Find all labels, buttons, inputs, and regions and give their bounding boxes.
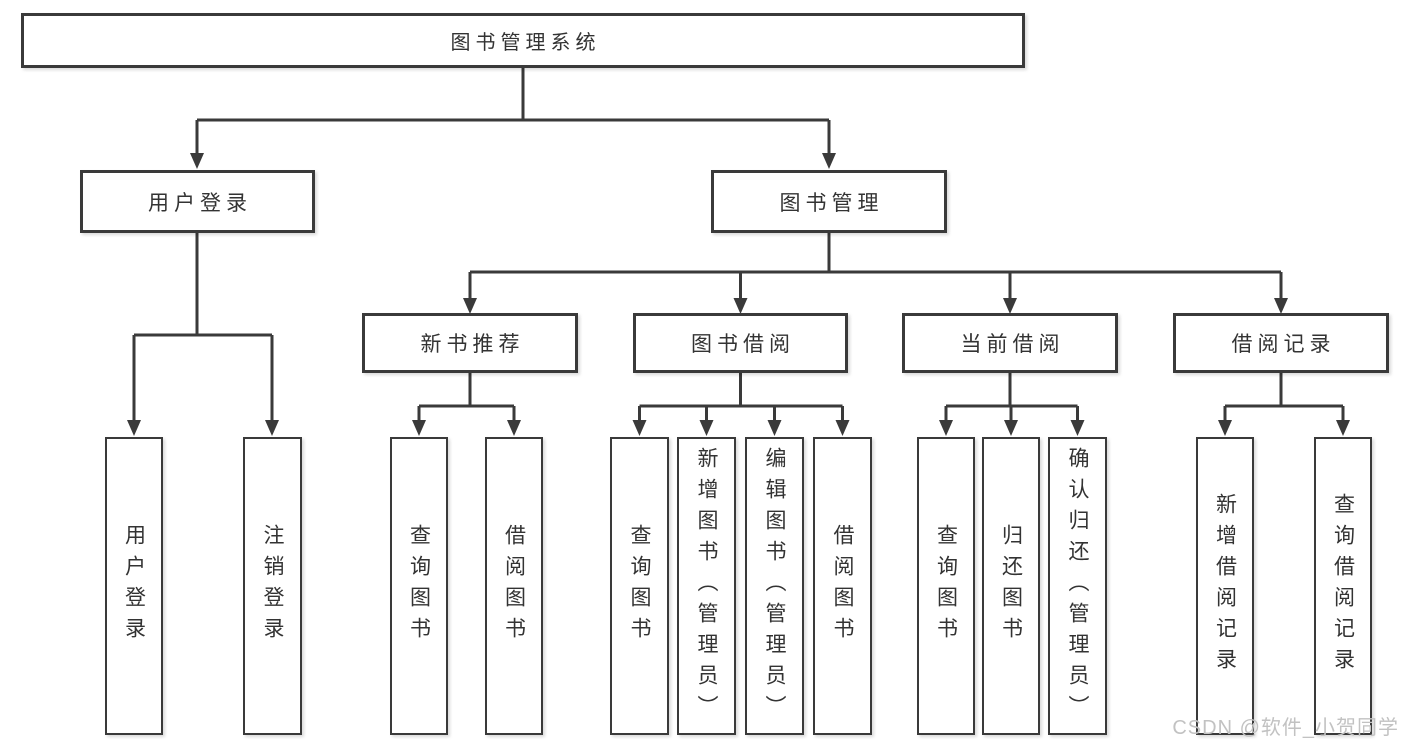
node-label: 确认归还（管理员）: [1066, 446, 1089, 726]
node-leaf-user-login: 用户登录: [105, 437, 163, 735]
node-leaf-query-books-current: 查询图书: [917, 437, 975, 735]
node-label: 用户登录: [148, 191, 252, 215]
edge-user-login-to-children: [127, 233, 279, 436]
arrowhead-icon: [767, 420, 782, 436]
arrowhead-icon: [190, 153, 204, 169]
arrowhead-icon: [1218, 420, 1232, 436]
node-leaf-logout: 注销登录: [243, 437, 302, 735]
arrowhead-icon: [1003, 298, 1017, 314]
node-label: 查询图书: [628, 524, 651, 648]
node-label: 查询图书: [407, 524, 431, 648]
arrowhead-icon: [1274, 298, 1288, 314]
edge-root-to-children: [190, 68, 836, 169]
node-leaf-add-books-admin: 新增图书（管理员）: [677, 437, 736, 735]
node-borrow-records: 借阅记录: [1173, 313, 1389, 373]
arrowhead-icon: [699, 420, 714, 436]
node-leaf-borrow-books-recommend: 借阅图书: [485, 437, 543, 735]
node-label: 查询图书: [934, 524, 958, 648]
edge-current-borrow-to-children: [939, 373, 1085, 436]
node-label: 注销登录: [261, 524, 284, 648]
node-leaf-query-borrow-record: 查询借阅记录: [1314, 437, 1372, 735]
node-leaf-query-books-recommend: 查询图书: [390, 437, 448, 735]
node-label: 新书推荐: [420, 333, 525, 356]
edge-book-borrow-to-children: [632, 373, 850, 436]
node-label: 当前借阅: [960, 333, 1065, 356]
node-leaf-edit-books-admin: 编辑图书（管理员）: [745, 437, 804, 735]
arrowhead-icon: [822, 153, 836, 169]
edge-new-book-recommend-to-children: [412, 373, 521, 436]
node-book-borrow: 图书借阅: [633, 313, 848, 373]
arrowhead-icon: [835, 420, 850, 436]
arrowhead-icon: [463, 298, 477, 314]
arrowhead-icon: [507, 420, 521, 436]
node-label: 图书管理系统: [450, 32, 601, 54]
arrowhead-icon: [939, 420, 953, 436]
node-leaf-query-books-borrow: 查询图书: [610, 437, 669, 735]
edge-book-management-to-children: [463, 233, 1288, 314]
arrowhead-icon: [733, 298, 748, 314]
arrowhead-icon: [127, 420, 141, 436]
arrowhead-icon: [1336, 420, 1350, 436]
node-label: 查询借阅记录: [1331, 493, 1355, 679]
node-label: 借阅图书: [502, 524, 526, 648]
arrowhead-icon: [1070, 420, 1085, 436]
node-label: 借阅记录: [1231, 333, 1336, 356]
node-label: 借阅图书: [831, 524, 854, 648]
node-leaf-confirm-return-admin: 确认归还（管理员）: [1048, 437, 1107, 735]
arrowhead-icon: [412, 420, 426, 436]
node-label: 新增图书（管理员）: [695, 446, 718, 726]
node-label: 图书借阅: [691, 333, 795, 356]
edge-borrow-records-to-children: [1218, 373, 1350, 436]
arrowhead-icon: [1004, 420, 1018, 436]
node-label: 图书管理: [779, 191, 884, 215]
node-new-book-recommend: 新书推荐: [362, 313, 578, 373]
node-leaf-add-borrow-record: 新增借阅记录: [1196, 437, 1254, 735]
node-label: 编辑图书（管理员）: [763, 446, 786, 726]
node-book-management: 图书管理: [711, 170, 947, 233]
node-root: 图书管理系统: [21, 13, 1025, 68]
arrowhead-icon: [265, 420, 279, 436]
watermark: CSDN @软件_小贺同学: [1172, 717, 1399, 739]
node-label: 用户登录: [122, 524, 146, 648]
node-label: 归还图书: [999, 524, 1023, 648]
node-leaf-borrow-books: 借阅图书: [813, 437, 872, 735]
node-current-borrow: 当前借阅: [902, 313, 1118, 373]
node-label: 新增借阅记录: [1213, 493, 1237, 679]
node-leaf-return-books: 归还图书: [982, 437, 1040, 735]
node-user-login: 用户登录: [80, 170, 315, 233]
arrowhead-icon: [632, 420, 647, 436]
